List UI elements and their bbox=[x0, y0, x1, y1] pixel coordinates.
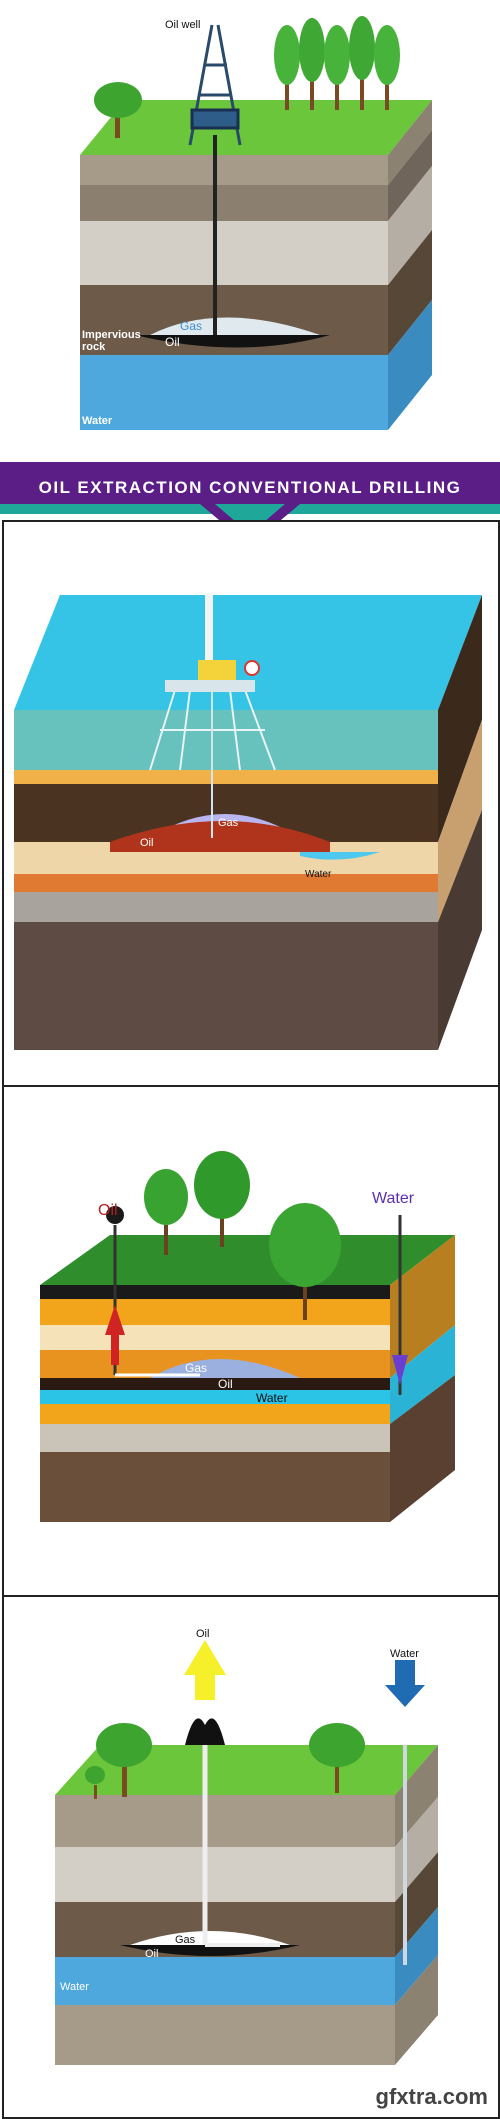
layer-orange-upper bbox=[40, 1299, 390, 1325]
tree-row bbox=[274, 16, 400, 110]
side-bottom bbox=[395, 1955, 438, 2065]
label-gas: Gas bbox=[175, 1934, 196, 1946]
water-lens bbox=[300, 852, 380, 860]
layer-grey bbox=[14, 892, 438, 922]
tree-left bbox=[144, 1169, 188, 1255]
side-low bbox=[390, 1375, 455, 1522]
side-rock bbox=[388, 230, 432, 355]
tree-left bbox=[94, 82, 142, 138]
side-water bbox=[388, 300, 432, 430]
label-gas: Gas bbox=[180, 319, 202, 333]
oil-gusher-icon bbox=[185, 1718, 225, 1745]
layer-orange bbox=[14, 874, 438, 892]
tree-right bbox=[309, 1723, 365, 1793]
layer-dark-band bbox=[80, 185, 388, 221]
tree-left bbox=[96, 1723, 152, 1797]
gas-dome bbox=[150, 1359, 300, 1378]
label-oil: Oil bbox=[165, 335, 180, 349]
label-oil-well: Oil well bbox=[165, 19, 200, 31]
platform-deck bbox=[165, 680, 255, 692]
layer-orange-low bbox=[40, 1404, 390, 1424]
water-down-arrow bbox=[392, 1355, 408, 1385]
layer-oil-band bbox=[40, 1378, 390, 1390]
layer-black bbox=[40, 1285, 390, 1299]
banner-title: OIL EXTRACTION CONVENTIONAL DRILLING bbox=[38, 478, 462, 497]
gas-pocket bbox=[150, 317, 320, 335]
title-banner: OIL EXTRACTION CONVENTIONAL DRILLING bbox=[0, 458, 500, 548]
layer-bedrock bbox=[40, 1452, 390, 1522]
panel-1-diagram: Oil well Gas Oil Impervious rock Water bbox=[80, 16, 432, 430]
label-oil: Oil bbox=[145, 1948, 158, 1960]
layer-sand-top bbox=[14, 770, 438, 784]
oil-pocket bbox=[120, 1945, 300, 1956]
panel-2-diagram: Gas Oil Water bbox=[14, 595, 482, 1050]
tree-middle bbox=[194, 1151, 250, 1247]
oil-up-arrow bbox=[105, 1305, 125, 1365]
layer-water-band bbox=[40, 1390, 390, 1404]
layer-water bbox=[55, 1957, 395, 2005]
side-bedrock bbox=[438, 810, 482, 1050]
layer-soil bbox=[55, 1795, 395, 1847]
label-oil: Oil bbox=[218, 1377, 233, 1391]
label-oil-top: Oil bbox=[196, 1628, 209, 1640]
layer-bedrock bbox=[14, 922, 438, 1050]
platform-module bbox=[198, 660, 236, 680]
side-middle bbox=[438, 720, 482, 922]
oil-dome bbox=[110, 821, 330, 852]
layer-water bbox=[80, 355, 388, 430]
panel-3-diagram: Oil Water Gas Oil Water bbox=[40, 1151, 455, 1522]
helipad-icon bbox=[244, 660, 260, 676]
grass-surface bbox=[80, 100, 432, 155]
gas-pocket bbox=[130, 1931, 290, 1945]
label-impervious-line1: Impervious bbox=[82, 329, 141, 341]
label-water-top: Water bbox=[390, 1648, 419, 1660]
label-water: Water bbox=[82, 415, 113, 427]
label-impervious-line2: rock bbox=[82, 341, 106, 353]
oil-pocket bbox=[135, 335, 330, 348]
oil-well-derrick bbox=[188, 24, 242, 146]
watermark-text: gfxtra.com bbox=[375, 2084, 488, 2109]
layer-soil bbox=[80, 155, 388, 185]
panel-4-diagram: Oil Water Gas Oil Water bbox=[55, 1628, 438, 2065]
layer-bottom bbox=[55, 2005, 395, 2065]
layer-grey bbox=[40, 1424, 390, 1452]
side-top bbox=[390, 1235, 455, 1378]
tree-small bbox=[85, 1766, 105, 1799]
layer-gravel bbox=[55, 1847, 395, 1902]
label-water: Water bbox=[305, 869, 332, 880]
sea-surface bbox=[14, 595, 482, 710]
label-gas: Gas bbox=[218, 817, 239, 829]
label-gas: Gas bbox=[185, 1361, 207, 1375]
sea-water-body bbox=[14, 710, 438, 770]
grass-surface bbox=[40, 1235, 455, 1285]
side-dark bbox=[388, 130, 432, 221]
side-gravel bbox=[388, 166, 432, 285]
tree-right bbox=[269, 1203, 341, 1320]
layer-gravel bbox=[80, 221, 388, 285]
water-down-arrow bbox=[385, 1660, 425, 1707]
label-water: Water bbox=[256, 1391, 288, 1405]
oil-gusher-icon bbox=[106, 1206, 124, 1224]
label-impervious-rock: Impervious rock bbox=[82, 329, 144, 353]
oil-up-arrow bbox=[184, 1640, 226, 1700]
label-oil-top: Oil bbox=[98, 1202, 118, 1219]
side-water bbox=[395, 1907, 438, 2005]
side-soil bbox=[388, 100, 432, 185]
drilling-tower bbox=[205, 595, 213, 660]
side-upper bbox=[438, 595, 482, 842]
label-oil: Oil bbox=[140, 837, 153, 849]
label-water: Water bbox=[60, 1981, 89, 1993]
side-mid bbox=[390, 1325, 455, 1424]
label-water-top: Water bbox=[372, 1190, 415, 1207]
layer-pebbles bbox=[40, 1325, 390, 1350]
